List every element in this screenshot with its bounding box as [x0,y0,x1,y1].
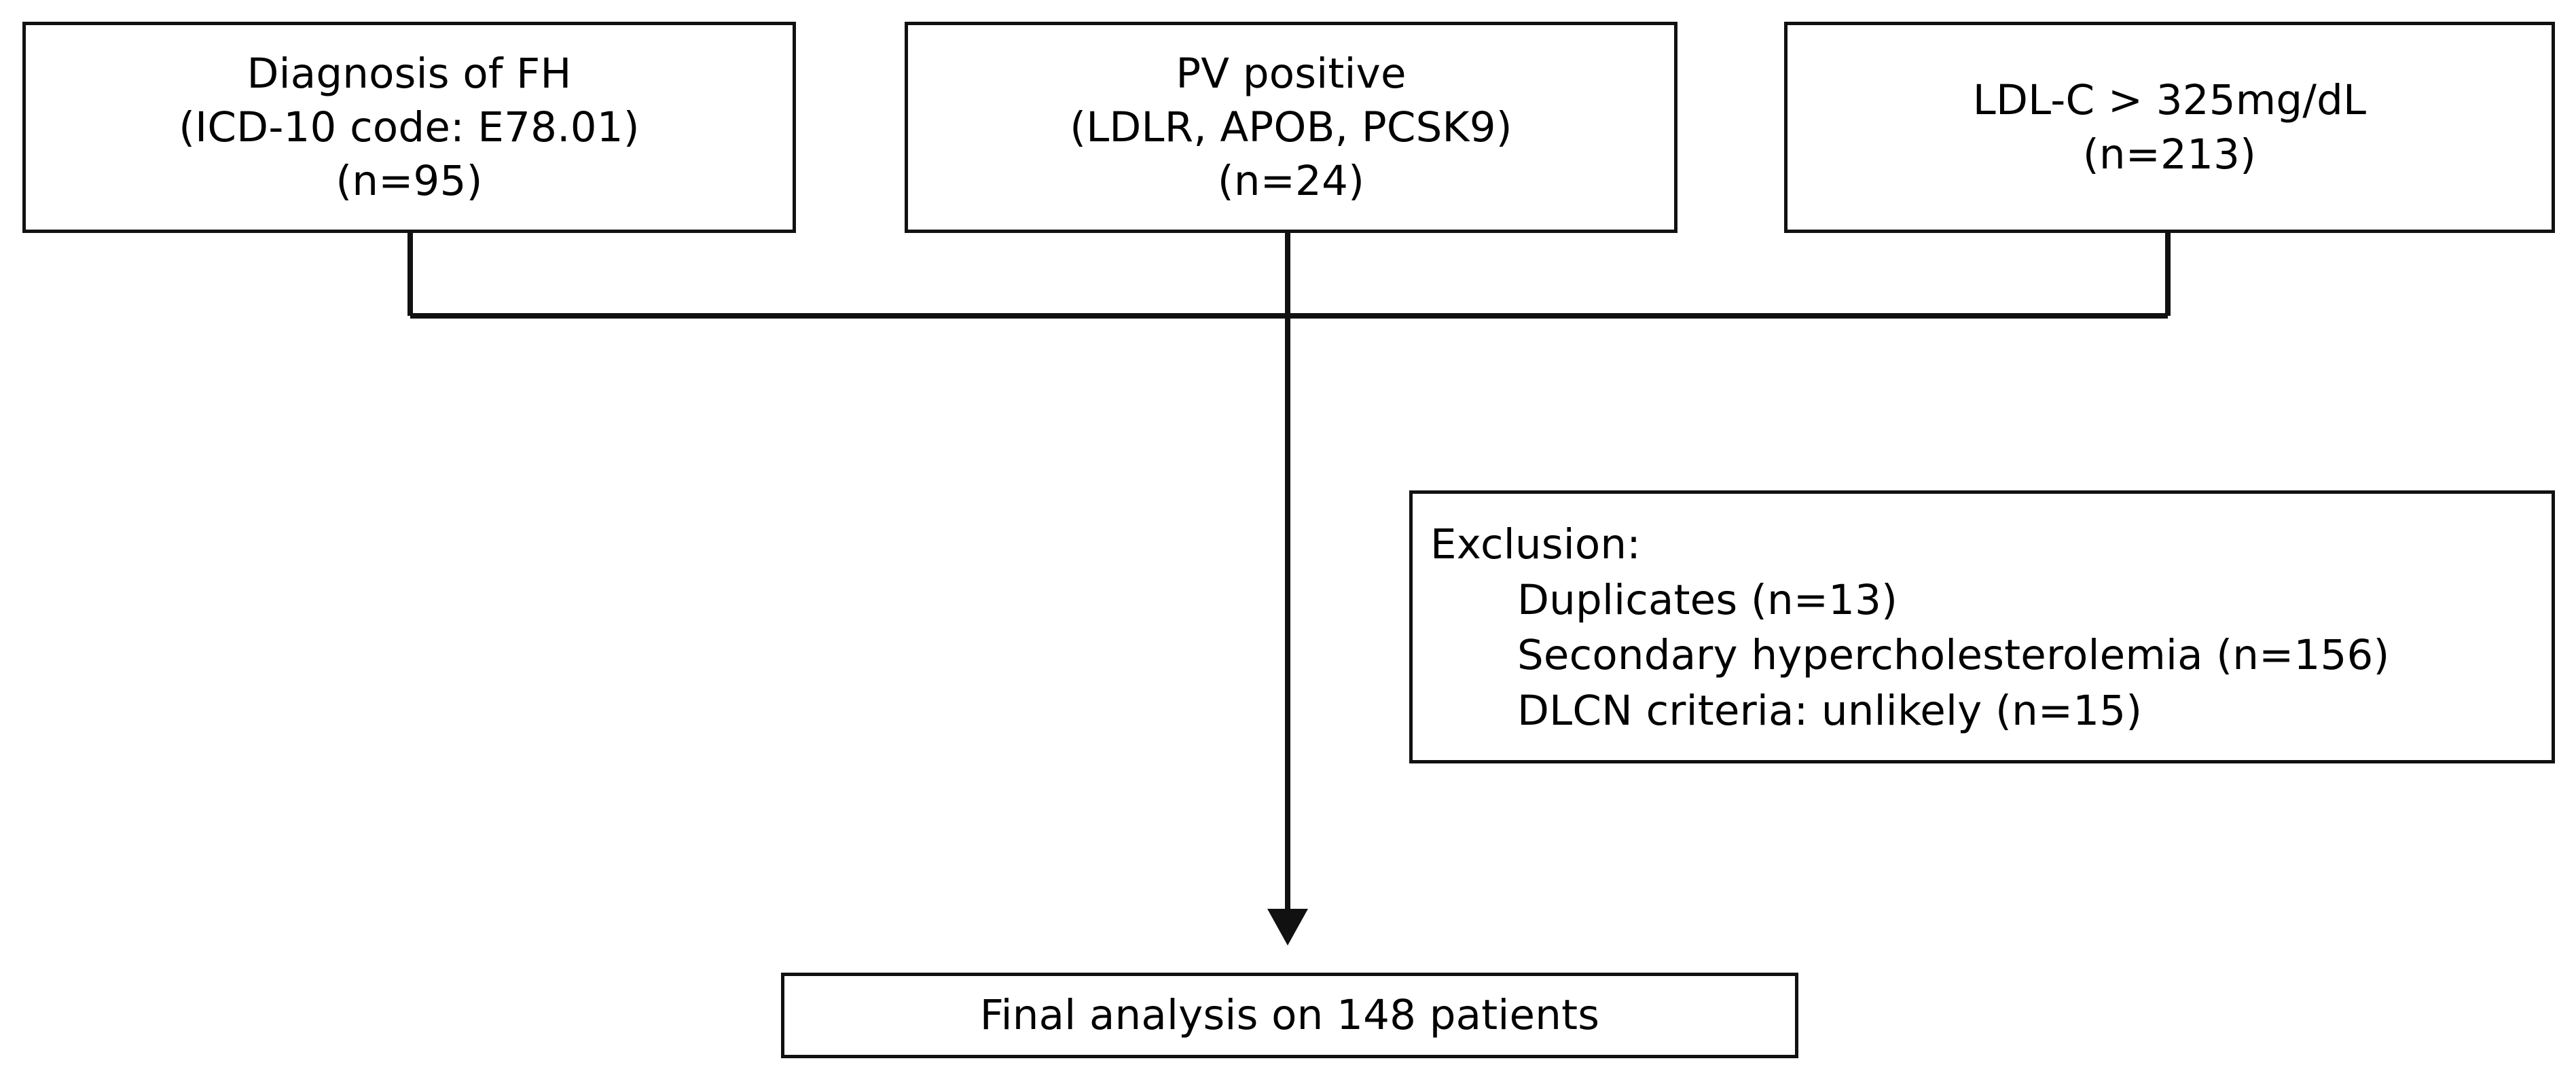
exclusion-heading: Exclusion: [1430,520,1641,569]
source-box-pv-positive: PV positive (LDLR, APOB, PCSK9) (n=24) [905,22,1677,233]
source-box-ldl-c-line-1: LDL-C > 325mg/dL [1972,76,2367,125]
source-box-ldl-c-line-2: (n=213) [2082,130,2257,179]
down-arrow-icon [1267,909,1308,945]
exclusion-box: Exclusion: Duplicates (n=13) Secondary h… [1409,490,2555,763]
source-box-ldl-c: LDL-C > 325mg/dL (n=213) [1784,22,2555,233]
exclusion-item-dlcn-criteria: DLCN criteria: unlikely (n=15) [1517,687,2143,736]
source-box-pv-positive-line-2: (LDLR, APOB, PCSK9) [1070,103,1512,151]
source-box-diagnosis-line-1: Diagnosis of FH [247,49,572,98]
source-box-pv-positive-line-3: (n=24) [1217,157,1365,206]
source-box-pv-positive-line-1: PV positive [1176,49,1407,98]
exclusion-item-secondary-hypercholesterolemia: Secondary hypercholesterolemia (n=156) [1517,631,2390,680]
final-analysis-label: Final analysis on 148 patients [979,991,1600,1040]
source-box-diagnosis-line-2: (ICD-10 code: E78.01) [179,103,640,151]
final-analysis-box: Final analysis on 148 patients [781,973,1798,1058]
source-box-diagnosis-line-3: (n=95) [335,157,483,206]
source-box-diagnosis: Diagnosis of FH (ICD-10 code: E78.01) (n… [22,22,796,233]
exclusion-item-duplicates: Duplicates (n=13) [1517,575,1898,624]
